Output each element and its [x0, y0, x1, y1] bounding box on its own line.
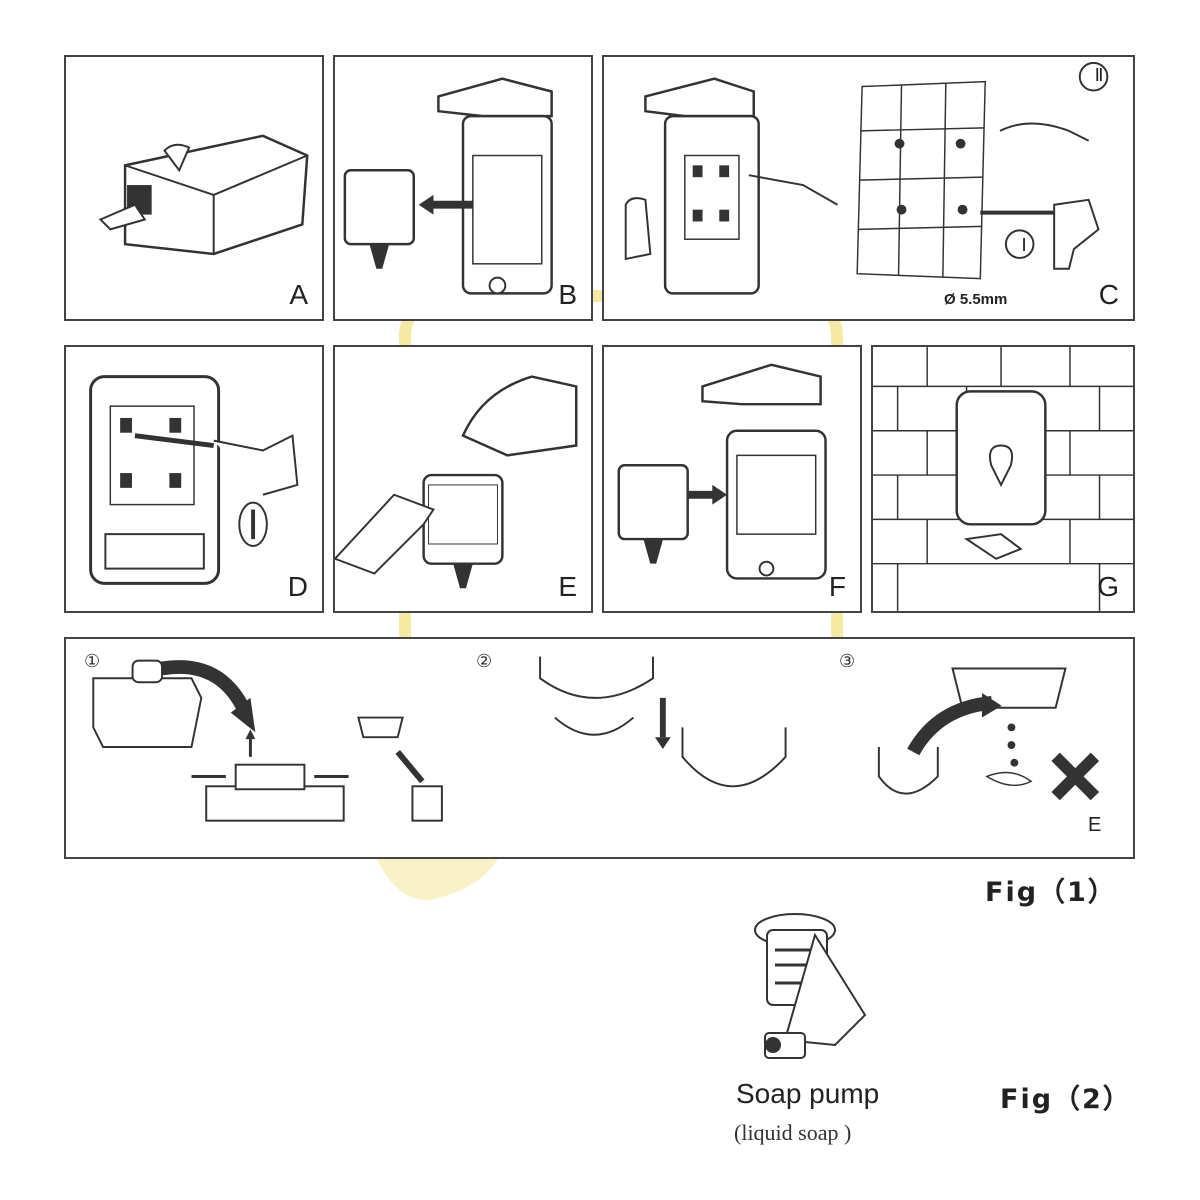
pump-assembly-steps-illustration	[92, 656, 1100, 822]
drill-size-label: Ø 5.5mm	[944, 291, 1008, 308]
panel-d: D	[64, 345, 324, 613]
open-dispenser-remove-bottle-illustration	[343, 77, 553, 295]
panel-label: F	[828, 571, 846, 602]
mounted-dispenser-on-brick-wall-illustration	[873, 347, 1133, 611]
mark-and-drill-holes-illustration	[624, 61, 1109, 295]
panel-label: C	[1098, 279, 1119, 310]
panel-label: E	[558, 571, 577, 602]
step-2-marker: ②	[476, 651, 493, 672]
panel-g: G	[871, 345, 1135, 613]
panel-label: D	[287, 571, 308, 602]
panel-label: A	[289, 279, 308, 310]
step-3-marker: ③	[839, 651, 856, 672]
panel-c: Ⅰ Ⅱ Ø 5.5mm C	[602, 55, 1135, 321]
panel-label: E	[1088, 814, 1102, 836]
step-two-marker: Ⅱ	[1094, 65, 1104, 85]
panel-f: F	[602, 345, 862, 613]
panel-label: B	[558, 279, 577, 310]
insert-bottle-illustration	[617, 363, 827, 580]
fill-bottle-illustration	[335, 375, 578, 589]
step-one-marker: Ⅰ	[1021, 235, 1027, 255]
panel-label: G	[1097, 571, 1119, 602]
panel-pump-assembly: ① ② ③ X E	[64, 637, 1135, 859]
panel-b: B	[333, 55, 593, 321]
soap-pump-title: Soap pump	[736, 1078, 880, 1109]
panel-e: E	[333, 345, 593, 613]
soap-pump-subtitle: (liquid soap )	[734, 1120, 852, 1145]
dispenser-closed-illustration	[98, 134, 309, 256]
soap-pump-illustration	[754, 913, 867, 1059]
figure-1-caption: Fig（1）	[985, 877, 1117, 908]
screw-dispenser-to-wall-illustration	[89, 375, 299, 585]
figure-2-caption: Fig（2）	[1000, 1084, 1132, 1115]
step-1-marker: ①	[84, 651, 101, 672]
panel-a: A	[64, 55, 324, 321]
